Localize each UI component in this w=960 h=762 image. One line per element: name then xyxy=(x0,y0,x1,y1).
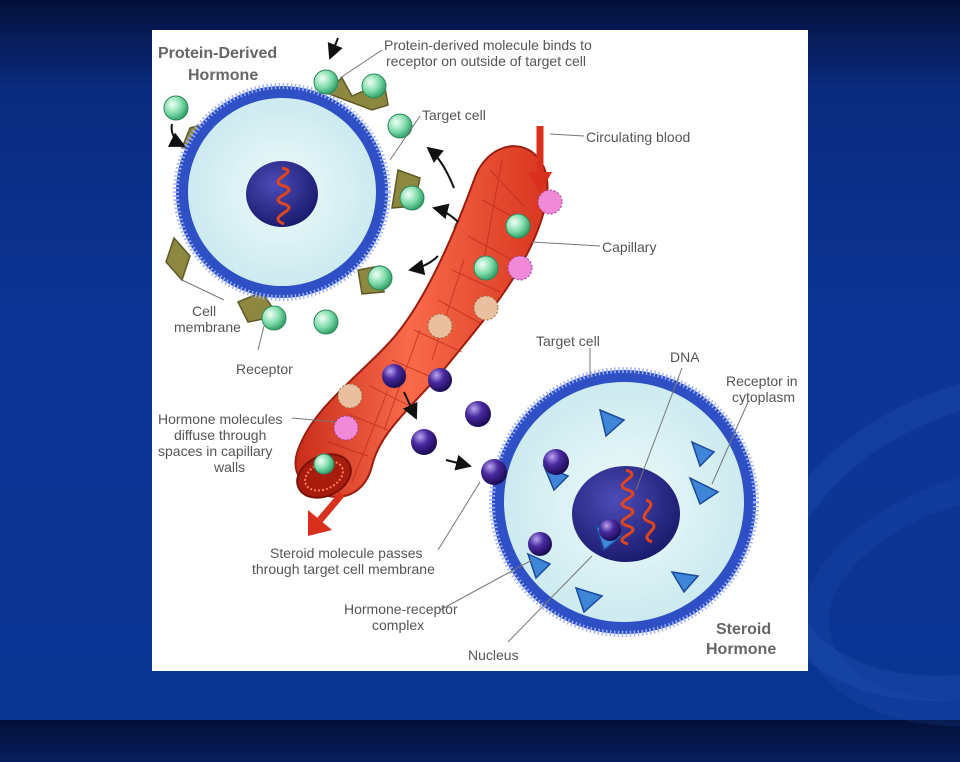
label-receptor-cytoplasm-line-2: cytoplasm xyxy=(732,389,795,405)
cytoplasm-receptor xyxy=(598,408,626,438)
arrow-steroid-move xyxy=(445,454,472,471)
steroid-hormone-molecule xyxy=(465,401,491,427)
leader-nucleus xyxy=(507,555,593,643)
protein-cell-dna xyxy=(276,166,291,226)
label-binds-receptor-line-2: receptor on outside of target cell xyxy=(386,53,586,69)
label-receptor: Receptor xyxy=(236,361,293,377)
flow-arrow-in-head xyxy=(528,172,552,194)
leader-steroid-passes xyxy=(437,481,481,551)
leader-receptor xyxy=(257,325,265,351)
arrow-binding xyxy=(327,37,343,60)
protein-hormone-molecule xyxy=(367,265,393,291)
steroid-cell-membrane-texture xyxy=(489,367,759,637)
protein-hormone-molecule xyxy=(313,69,339,95)
cytoplasm-receptor xyxy=(670,571,700,594)
hormone-in-blood xyxy=(505,213,531,239)
cytoplasm-receptor xyxy=(690,440,716,468)
steroid-cell-nucleus xyxy=(572,466,680,562)
steroid-title-line-1: Steroid xyxy=(716,621,771,638)
arrow-diffuse-2 xyxy=(432,203,459,223)
cytoplasm-receptor xyxy=(688,476,720,506)
arrow-binding-left xyxy=(167,123,186,147)
capillary-opening-texture xyxy=(304,460,344,492)
leader-cell-membrane xyxy=(181,279,225,301)
label-diffuse-line-4: walls xyxy=(213,459,245,475)
protein-receptor-bottom-left xyxy=(165,236,191,282)
label-dna: DNA xyxy=(670,349,700,365)
blood-flow-arrows xyxy=(308,126,552,536)
hormone-in-blood xyxy=(537,189,563,215)
hormone-diagram-figure: Protein-Derived Hormone Protein-derived … xyxy=(152,30,808,671)
protein-hormone-molecule xyxy=(261,305,287,331)
leader-lines xyxy=(181,49,749,643)
hormone-in-blood xyxy=(473,295,499,321)
label-circulating-blood: Circulating blood xyxy=(586,129,690,145)
hormone-receptor-complex xyxy=(599,519,621,541)
diagram-labels: Protein-Derived Hormone Protein-derived … xyxy=(158,37,798,663)
leader-target-cell-top xyxy=(389,115,421,161)
leader-receptor-cytoplasm xyxy=(711,401,749,485)
steroid-hormone-molecule xyxy=(528,532,552,556)
leader-dna xyxy=(635,367,683,491)
label-target-cell-top: Target cell xyxy=(422,107,486,123)
hormone-in-blood xyxy=(507,255,533,281)
flow-arrow-out-head xyxy=(308,510,332,536)
leader-diffuse xyxy=(291,417,337,423)
label-target-cell-bottom: Target cell xyxy=(536,333,600,349)
hormone-in-blood xyxy=(427,313,453,339)
leader-binds-receptor xyxy=(339,49,383,79)
cytoplasm-receptor xyxy=(526,552,552,580)
label-receptor-cytoplasm-line-1: Receptor in xyxy=(726,373,798,389)
steroid-target-cell xyxy=(489,367,759,637)
diagram-canvas: Protein-Derived Hormone Protein-derived … xyxy=(158,37,798,663)
steroid-hormone-molecule xyxy=(481,459,507,485)
hormone-in-blood xyxy=(473,255,499,281)
steroid-title-line-2: Hormone xyxy=(706,641,776,658)
hormone-in-blood xyxy=(333,415,359,441)
steroid-in-blood xyxy=(382,364,406,388)
label-cell-membrane-line-1: Cell xyxy=(192,303,216,319)
steroid-in-blood xyxy=(428,368,452,392)
protein-hormone-molecule xyxy=(163,95,189,121)
hormone-in-blood xyxy=(337,383,363,409)
label-complex-line-1: Hormone-receptor xyxy=(344,601,458,617)
label-complex-line-2: complex xyxy=(372,617,424,633)
arrow-diffuse-3 xyxy=(408,255,439,276)
label-diffuse-line-3: spaces in capillary xyxy=(158,443,272,459)
steroid-hormones xyxy=(411,401,621,556)
protein-title-line-1: Protein-Derived xyxy=(158,45,277,62)
protein-hormone-molecule xyxy=(399,185,425,211)
leader-circulating-blood xyxy=(549,133,585,137)
steroid-cell-dna-2 xyxy=(642,498,656,544)
label-cell-membrane-line-2: membrane xyxy=(174,319,241,335)
steroid-cell-dna xyxy=(620,468,635,546)
label-binds-receptor-line-1: Protein-derived molecule binds to xyxy=(384,37,592,53)
protein-title-line-2: Hormone xyxy=(188,67,258,84)
protein-hormone-molecule xyxy=(313,309,339,335)
protein-cell-nucleus xyxy=(246,161,318,227)
flow-arrow-out xyxy=(317,491,345,523)
label-steroid-passes-line-2: through target cell membrane xyxy=(252,561,435,577)
label-capillary: Capillary xyxy=(602,239,656,255)
cytoplasm-receptor xyxy=(574,586,604,614)
protein-hormone-molecule xyxy=(387,113,413,139)
hormone-in-blood xyxy=(313,453,335,475)
protein-cell-membrane-texture xyxy=(173,83,391,301)
arrow-steroid-out xyxy=(402,391,418,420)
label-diffuse-line-2: diffuse through xyxy=(174,427,266,443)
steroid-hormone-molecule xyxy=(411,429,437,455)
arrow-diffuse-1 xyxy=(426,146,455,189)
capillary-vessel xyxy=(294,145,563,499)
steroid-hormone-molecule xyxy=(543,449,569,475)
cytoplasm-receptors xyxy=(526,408,720,614)
leader-capillary xyxy=(531,241,601,247)
label-steroid-passes-line-1: Steroid molecule passes xyxy=(270,545,423,561)
label-nucleus: Nucleus xyxy=(468,647,519,663)
leader-complex xyxy=(439,559,533,611)
protein-hormone-molecule xyxy=(361,73,387,99)
label-diffuse-line-1: Hormone molecules xyxy=(158,411,283,427)
